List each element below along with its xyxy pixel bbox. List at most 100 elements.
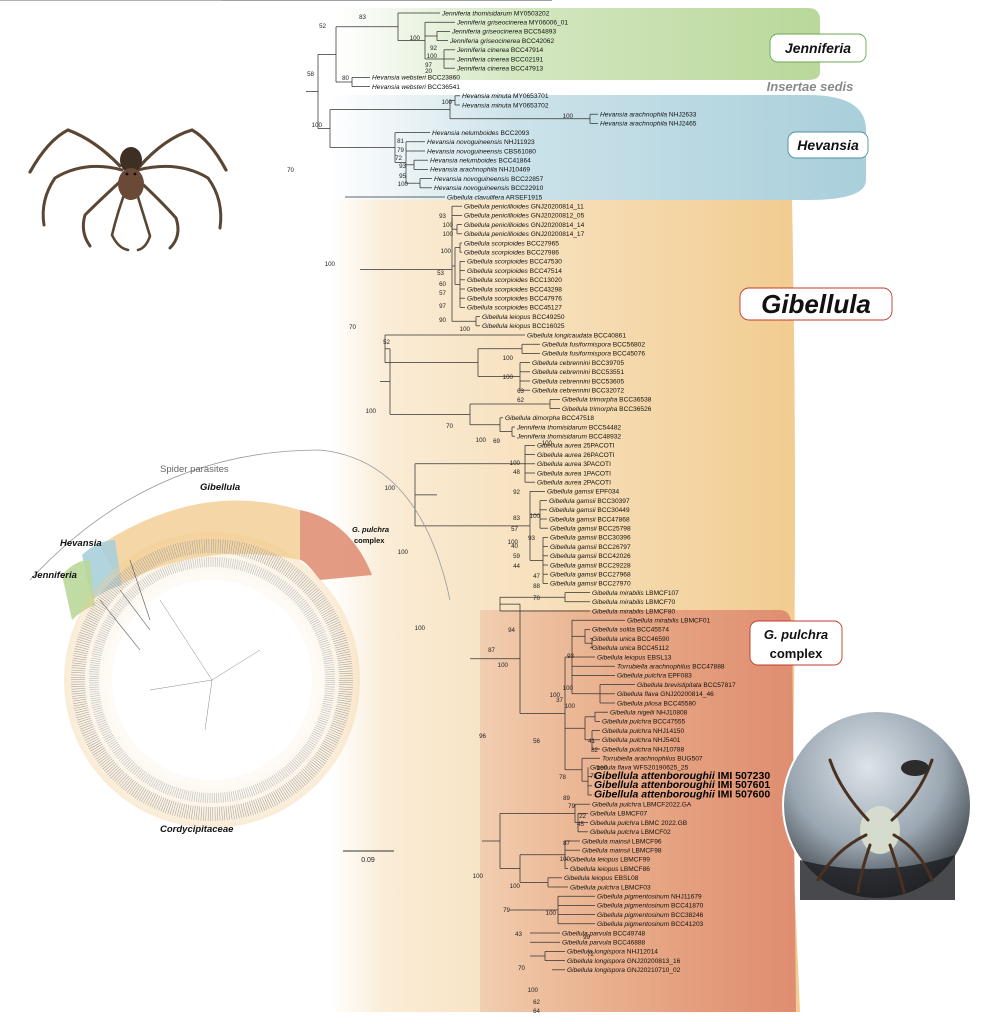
support-value: 64 (533, 1008, 540, 1015)
taxon-voucher: NHJ12014 (625, 949, 658, 956)
taxon-label: Hevansia arachnophila NHJ2633 (600, 112, 697, 119)
taxon-label: Gibellula cebrennini BCC32072 (532, 388, 624, 395)
taxon-voucher: LBMCF99 (618, 857, 650, 864)
svg-text:G. pulchra: G. pulchra (352, 525, 389, 534)
taxon-label: Gibellula cebrennini BCC39705 (532, 360, 624, 367)
taxon-voucher: BCC38246 (669, 912, 703, 919)
taxon-label: Gibellula leiopus EBSL08 (564, 875, 639, 882)
taxon-label: Gibellula parvula BCC49748 (562, 930, 646, 937)
svg-text:Jenniferia: Jenniferia (785, 40, 851, 56)
taxon-species: Jenniferia griseocinerea (456, 20, 527, 27)
support-value: 100 (542, 440, 553, 447)
support-value: 100 (546, 910, 557, 917)
pulchra-clade-band (480, 610, 796, 1012)
taxon-label: Gibellula attenboroughii IMI 507600 (594, 788, 770, 800)
taxon-species: Torrubiella arachnophilus (602, 756, 676, 763)
taxon-species: Gibellula cebrennini (532, 369, 590, 376)
taxon-label: Jenniferia griseocinerea BCC42062 (449, 38, 554, 45)
support-value: 70 (446, 423, 453, 430)
jenniferia-label: Jenniferia (769, 33, 867, 63)
taxon-voucher: LBMCF98 (630, 848, 662, 855)
taxon-species: Gibellula longicaudata (527, 332, 592, 339)
svg-text:Hevansia: Hevansia (797, 137, 859, 153)
support-value: 70 (287, 167, 294, 174)
taxon-voucher: BCC47555 (651, 719, 685, 726)
taxon-voucher: BCC43298 (528, 286, 562, 293)
taxon-label: Gibellula gamsii BCC42026 (550, 553, 631, 560)
support-value: 87 (488, 647, 495, 654)
support-value: 100 (563, 685, 574, 692)
support-value: 100 (443, 231, 454, 238)
taxon-label: Jenniferia thomisidarum BCC48932 (516, 434, 621, 441)
taxon-voucher: BCC47530 (528, 259, 562, 266)
taxon-species: Gibellula mainsii (582, 848, 631, 855)
taxon-species: Gibellula leiopus (482, 323, 531, 330)
taxon-species: Gibellula pulchra (590, 829, 639, 836)
taxon-labels: Jenniferia thomisidarum MY0503202Jennife… (372, 10, 770, 974)
taxon-voucher: BCC22857 (509, 176, 543, 183)
support-value: 63 (517, 388, 524, 395)
taxon-label: Gibellula leiopus LBMCF99 (570, 857, 650, 864)
taxon-voucher: EBSL13 (645, 654, 671, 661)
svg-text:Cordycipitaceae: Cordycipitaceae (160, 824, 234, 835)
taxon-label: Gibellula gamsii BCC27968 (550, 572, 631, 579)
taxon-species: Gibellula unica (592, 636, 636, 643)
taxon-species: Gibellula pulchra (602, 728, 651, 735)
taxon-label: Gibellula parvula BCC46888 (562, 940, 646, 947)
taxon-label: Hevansia minuta MY0653701 (462, 93, 549, 100)
taxon-label: Gibellula longispora GNJ20200813_16 (567, 958, 681, 965)
taxon-label: Gibellula dimorpha BCC47518 (505, 415, 594, 422)
taxon-species: Gibellula gamsii (550, 526, 597, 533)
taxon-voucher: BCC47914 (509, 47, 543, 54)
taxon-species: Gibellula fusiformispora (542, 351, 611, 358)
taxon-label: Gibellula pulchra LBMC 2022.GB (590, 820, 688, 827)
taxon-voucher: BCC45574 (635, 627, 669, 634)
support-value: 69 (493, 438, 500, 445)
taxon-label: Gibellula gamsii BCC26797 (550, 544, 631, 551)
support-value: 100 (503, 374, 514, 381)
taxon-label: Gibellula penicillioides GNJ20200812_05 (464, 213, 585, 220)
taxon-label: Jenniferia thomisidarum BCC54482 (516, 424, 621, 431)
taxon-label: Gibellula nigelii NHJ10808 (610, 710, 688, 717)
taxon-label: Gibellula longispora GNJ20210710_02 (567, 967, 681, 974)
svg-text:Jenniferia: Jenniferia (32, 570, 77, 581)
taxon-label: Gibellula scorpioides BCC47530 (467, 259, 562, 266)
taxon-voucher: BCC36541 (426, 84, 460, 91)
support-value: 93 (439, 213, 446, 220)
taxon-label: Gibellula aurea 1PACOTI (537, 470, 611, 477)
taxon-voucher: GNJ20200812_05 (529, 213, 585, 220)
taxon-voucher: GNJ20200814_14 (529, 222, 585, 229)
taxon-species: Gibellula flava (617, 691, 659, 698)
taxon-species: Hevansia arachnophila (600, 121, 667, 128)
taxon-label: Gibellula trimorpha BCC36526 (562, 406, 652, 413)
taxon-species: Gibellula gamsii (549, 507, 596, 514)
taxon-species: Gibellula scorpioides (467, 259, 529, 266)
taxon-label: Gibellula pigmentosinum BCC41203 (597, 921, 704, 928)
svg-text:Gibellula: Gibellula (761, 289, 871, 319)
taxon-label: Hevansia websteri BCC36541 (372, 84, 460, 91)
taxon-voucher: BCC32072 (590, 388, 624, 395)
taxon-voucher: LBMCF80 (644, 608, 676, 615)
taxon-voucher: BCC56802 (611, 342, 645, 349)
taxon-voucher: BCC2093 (499, 130, 530, 137)
support-value: 100 (398, 549, 409, 556)
pulchra-complex-label: G. pulchra complex (749, 620, 843, 666)
taxon-label: Gibellula cebrennini BCC53605 (532, 378, 624, 385)
taxon-species: Gibellula pulchra (602, 719, 651, 726)
taxon-species: Jenniferia thomisidarum (441, 10, 513, 17)
taxon-species: Gibellula dimorpha (505, 415, 560, 422)
taxon-voucher: LBMCF107 (644, 590, 680, 597)
taxon-voucher: IMI 507601 (715, 779, 771, 791)
support-value: 100 (410, 35, 421, 42)
taxon-label: Gibellula pulchra NHJ5401 (602, 737, 681, 744)
hevansia-clade-band (330, 95, 866, 200)
support-value: 100 (560, 856, 571, 863)
taxon-species: Gibellula attenboroughii (594, 779, 716, 791)
taxon-species: Gibellula leiopus (597, 654, 646, 661)
support-value: 81 (397, 138, 404, 145)
taxon-voucher: LBMCF07 (616, 811, 648, 818)
taxon-label: Hevansia novoguineensis NHJ11923 (427, 139, 535, 146)
taxon-label: Gibellula brevistipitata BCC57817 (637, 682, 736, 689)
taxon-label: Gibellula scorpioides BCC47514 (467, 268, 562, 275)
